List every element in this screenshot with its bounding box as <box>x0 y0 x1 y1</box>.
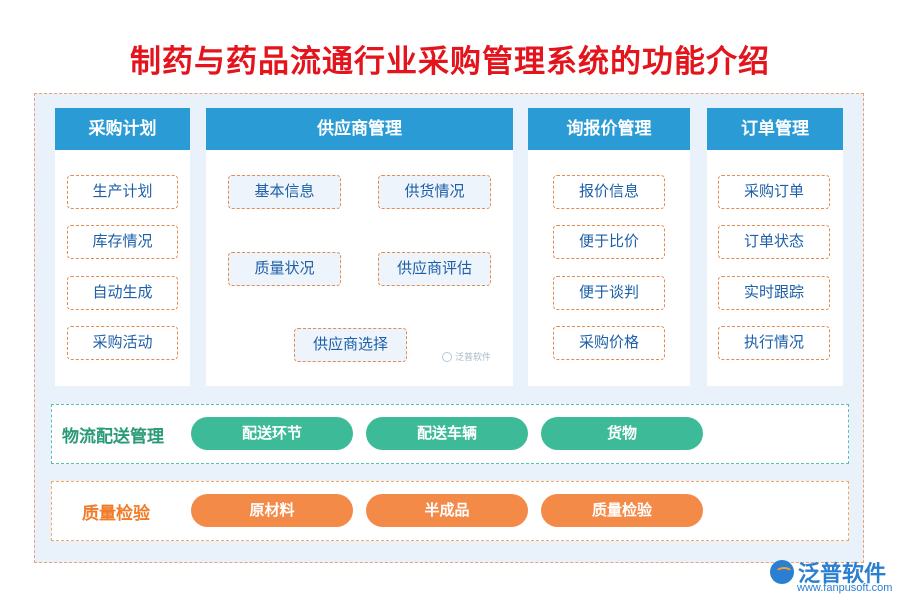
logistics-pill: 货物 <box>541 417 703 450</box>
column-purchase-plan: 采购计划 生产计划 库存情况 自动生成 采购活动 <box>55 108 190 386</box>
quality-pill: 半成品 <box>366 494 528 527</box>
node-item: 生产计划 <box>67 175 178 209</box>
column-header: 供应商管理 <box>206 108 513 150</box>
node-item: 执行情况 <box>718 326 830 360</box>
column-header: 采购计划 <box>55 108 190 150</box>
brand-logo-icon <box>770 560 794 584</box>
node-item: 采购价格 <box>553 326 665 360</box>
logistics-label: 物流配送管理 <box>62 426 164 447</box>
node-item: 供货情况 <box>378 175 491 209</box>
brand-logo: 泛普软件 <box>770 556 886 588</box>
node-item: 供应商评估 <box>378 252 491 286</box>
logistics-pill: 配送车辆 <box>366 417 528 450</box>
node-item: 报价信息 <box>553 175 665 209</box>
node-item: 基本信息 <box>228 175 341 209</box>
quality-pill: 质量检验 <box>541 494 703 527</box>
column-header: 订单管理 <box>707 108 843 150</box>
column-order-management: 订单管理 采购订单 订单状态 实时跟踪 执行情况 <box>707 108 843 386</box>
node-item: 自动生成 <box>67 276 178 310</box>
page-title: 制药与药品流通行业采购管理系统的功能介绍 <box>130 44 770 80</box>
node-item: 质量状况 <box>228 252 341 286</box>
column-supplier-management: 供应商管理 基本信息 供货情况 质量状况 供应商评估 供应商选择 <box>206 108 513 386</box>
quality-pill: 原材料 <box>191 494 353 527</box>
quality-band: 质量检验 原材料 半成品 质量检验 <box>51 481 849 541</box>
watermark: 泛普软件 <box>442 350 491 363</box>
brand-url: www.fanpusoft.com <box>797 582 893 594</box>
node-item: 订单状态 <box>718 225 830 259</box>
column-quotation-management: 询报价管理 报价信息 便于比价 便于谈判 采购价格 <box>528 108 690 386</box>
node-item: 便于谈判 <box>553 276 665 310</box>
column-header: 询报价管理 <box>528 108 690 150</box>
logistics-pill: 配送环节 <box>191 417 353 450</box>
node-item: 便于比价 <box>553 225 665 259</box>
watermark-text: 泛普软件 <box>455 353 492 363</box>
quality-label: 质量检验 <box>82 503 150 524</box>
node-item: 供应商选择 <box>294 328 407 362</box>
node-item: 实时跟踪 <box>718 276 830 310</box>
watermark-logo-icon <box>442 351 452 362</box>
brand-name: 泛普软件 <box>798 562 887 587</box>
node-item: 采购订单 <box>718 175 830 209</box>
node-item: 采购活动 <box>67 326 178 360</box>
logistics-band: 物流配送管理 配送环节 配送车辆 货物 <box>51 404 849 464</box>
node-item: 库存情况 <box>67 225 178 259</box>
